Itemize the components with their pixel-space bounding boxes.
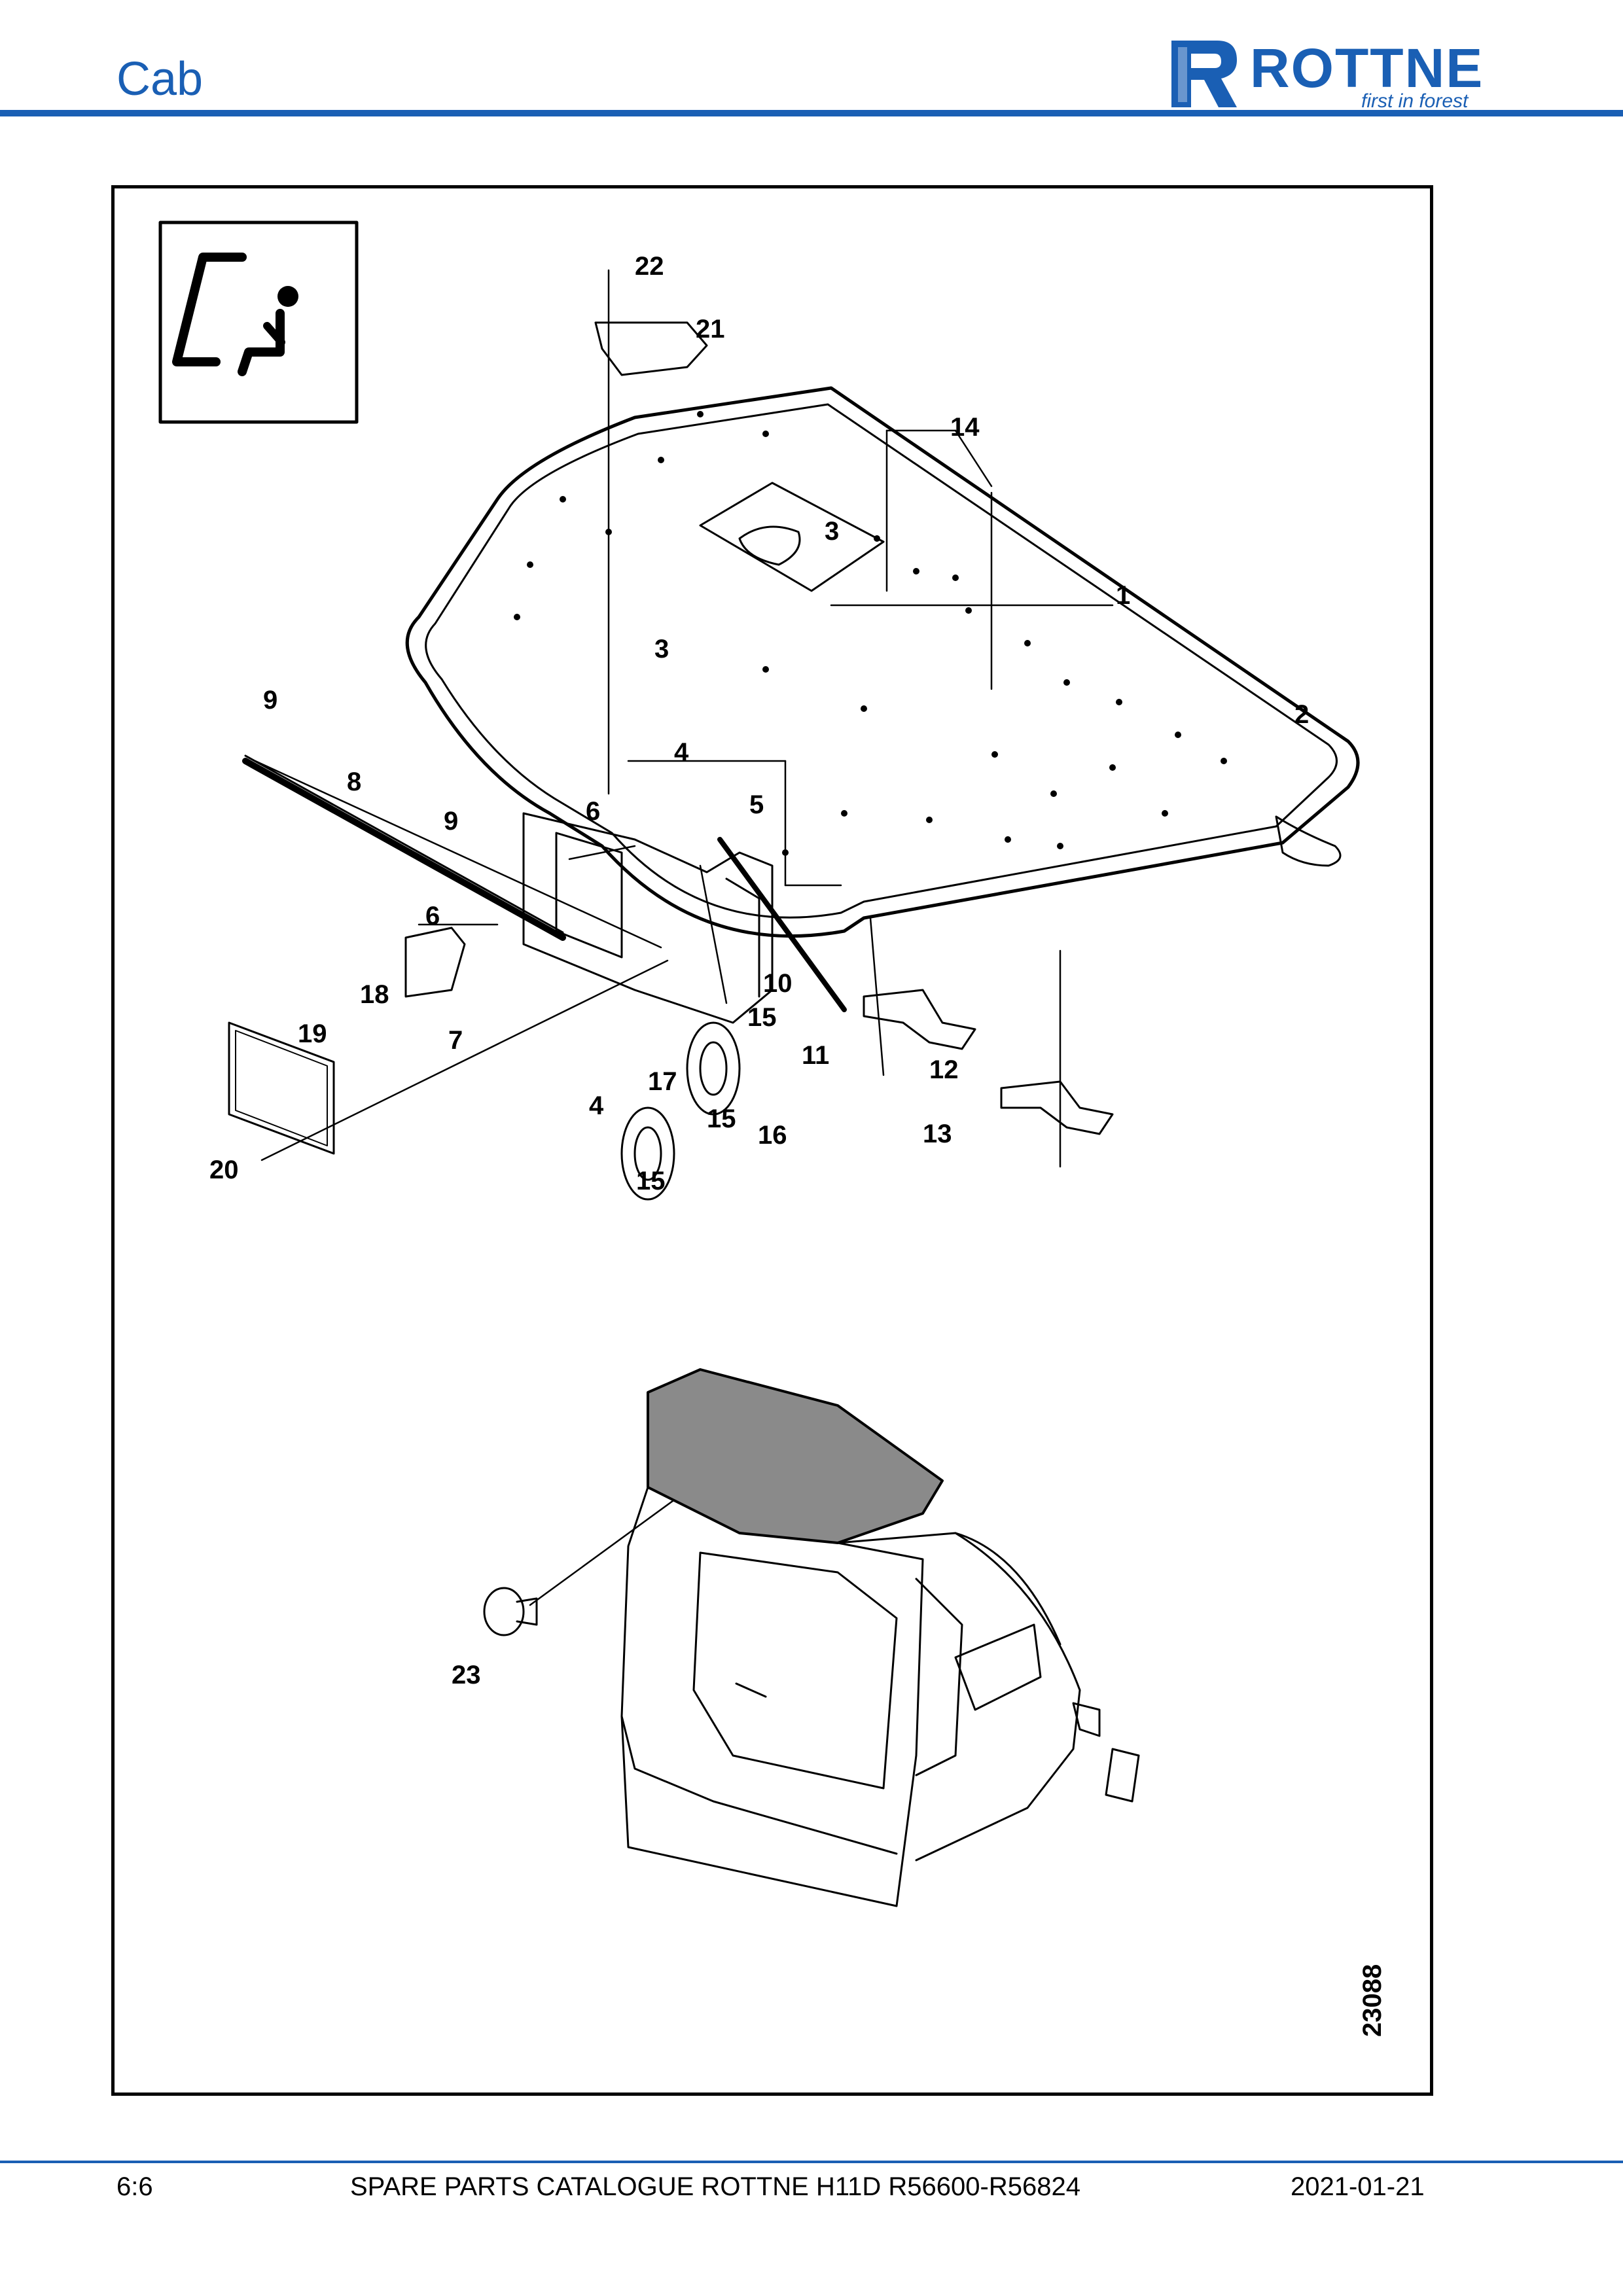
figure-frame [111,185,1433,2096]
callout-16: 16 [758,1121,787,1150]
callout-8: 8 [347,768,361,796]
callout-13: 13 [923,1120,952,1148]
callout-19: 19 [298,1019,327,1048]
cab-seat-icon [158,221,359,424]
callout-4: 4 [674,738,689,767]
header-rule [0,110,1623,116]
callout-20: 20 [209,1156,239,1184]
callout-17: 17 [648,1067,677,1096]
drawing-number: 23088 [1358,1964,1387,2037]
callout-12: 12 [929,1055,959,1084]
platform-frame [405,386,1360,938]
catalogue-title: SPARE PARTS CATALOGUE ROTTNE H11D R56600… [350,2172,1080,2201]
callout-15: 15 [747,1003,777,1032]
callout-14: 14 [950,413,980,442]
callout-5: 5 [749,790,764,819]
bracket-assembly [522,812,774,1024]
callout-15: 15 [707,1104,736,1133]
page-number: 6:6 [116,2172,153,2201]
platform-holes [514,411,1227,856]
callout-6: 6 [586,797,600,826]
footer-rule [0,2161,1623,2163]
callout-1: 1 [1116,581,1130,610]
callout-4: 4 [589,1091,604,1120]
brand-wordmark: ROTTNE [1250,37,1484,99]
callout-23: 23 [452,1661,481,1689]
callout-10: 10 [763,969,793,998]
exploded-parts-drawing: 22 21 14 3 1 3 9 2 4 8 6 5 9 6 10 18 15 … [158,221,1387,2037]
callout-6: 6 [425,902,440,930]
callout-21: 21 [696,315,725,344]
callout-3: 3 [825,517,839,546]
callout-7: 7 [448,1026,463,1055]
callout-18: 18 [360,980,389,1009]
horn-pair [620,1021,741,1201]
publication-date: 2021-01-21 [1291,2172,1425,2201]
cab-assembly [620,1368,1140,1907]
callout-22: 22 [635,252,664,281]
brand-tagline: first in forest [1361,90,1469,112]
callout-2: 2 [1294,700,1309,729]
brand-logo: ROTTNE first in forest [1165,34,1518,113]
callout-labels: 22 21 14 3 1 3 9 2 4 8 6 5 9 6 10 18 15 … [209,252,1387,2037]
callout-9: 9 [263,686,277,715]
callout-3: 3 [654,635,669,663]
callout-15: 15 [636,1167,666,1195]
brand-logo-mark [1171,41,1237,107]
callout-11: 11 [802,1041,829,1070]
callout-9: 9 [444,807,458,836]
page-title: Cab [116,53,204,105]
